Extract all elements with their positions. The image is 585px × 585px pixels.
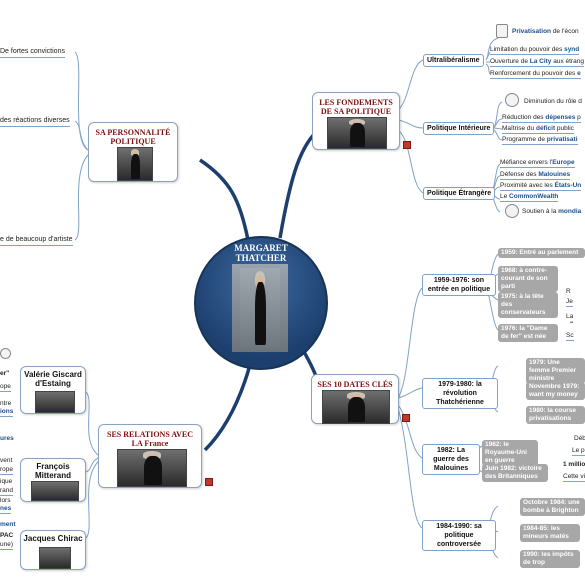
leaf-convictions[interactable]: De fortes convictions bbox=[0, 47, 65, 58]
fragment: er" bbox=[0, 370, 10, 377]
note-icon[interactable] bbox=[402, 414, 410, 422]
leaf-etrangere-1[interactable]: Défense des Malouines bbox=[500, 171, 571, 180]
fragment: ment bbox=[0, 521, 16, 528]
leaf-interieure-0[interactable]: Réduction des dépenses p bbox=[502, 114, 581, 123]
node-relations[interactable]: SES RELATIONS AVEC LA France bbox=[98, 424, 202, 488]
date-item[interactable]: Novembre 1979: want my money bbox=[526, 382, 585, 400]
leaf-diminution[interactable]: Diminution du rôle d bbox=[524, 98, 582, 105]
fragment: ures bbox=[0, 435, 14, 442]
leaf-ultra-2[interactable]: Renforcement du pouvoir des e bbox=[490, 70, 581, 79]
fragment: lors bbox=[0, 497, 11, 504]
node-personnalite[interactable]: SA PERSONNALITÉ POLITIQUE bbox=[88, 122, 178, 182]
fragment: Je bbox=[566, 298, 573, 307]
node-personnalite-title: SA PERSONNALITÉ bbox=[95, 128, 171, 137]
globe-icon bbox=[505, 204, 519, 218]
fragment: Sc bbox=[566, 332, 574, 341]
node-dates[interactable]: SES 10 DATES CLÉS bbox=[311, 374, 399, 424]
fragment: ope bbox=[0, 383, 11, 392]
period-1984[interactable]: 1984-1990: sa politique controversée bbox=[422, 520, 496, 551]
period-1979[interactable]: 1979-1980: la révolution Thatchérienne bbox=[422, 378, 498, 409]
fragment: R bbox=[566, 288, 571, 295]
node-fondements-title: LES FONDEMENTS bbox=[319, 98, 393, 107]
cycle-icon bbox=[0, 348, 11, 359]
lock-icon bbox=[496, 24, 508, 38]
leaf-interieure-2[interactable]: Programme de privatisati bbox=[502, 136, 578, 145]
note-icon[interactable] bbox=[403, 141, 411, 149]
central-portrait bbox=[232, 264, 288, 352]
node-fondements[interactable]: LES FONDEMENTS DE SA POLITIQUE bbox=[312, 92, 400, 150]
person-mitterand[interactable]: François Mitterand bbox=[20, 458, 86, 502]
personnalite-photo bbox=[117, 147, 153, 181]
fragment: ntre bbox=[0, 400, 12, 407]
node-dates-title: SES 10 DATES CLÉS bbox=[317, 380, 393, 389]
branch-relations bbox=[203, 364, 252, 452]
sub-politique-interieure[interactable]: Politique Intérieure bbox=[423, 122, 495, 135]
date-item[interactable]: 1979: Une femme Premier ministre bbox=[526, 358, 585, 384]
leaf-soutien[interactable]: Soutien à la mondia bbox=[522, 208, 582, 215]
fragment: une) bbox=[0, 541, 14, 550]
leaf-reactions[interactable]: des réactions diverses bbox=[0, 116, 70, 127]
date-item[interactable]: 1959: Entré au parlement bbox=[498, 248, 585, 258]
sub-politique-etrangere[interactable]: Politique Étrangère bbox=[423, 187, 496, 200]
note-icon[interactable] bbox=[205, 478, 213, 486]
person-giscard[interactable]: Valérie Giscard d'Estaing bbox=[20, 366, 86, 414]
fragment: vent bbox=[0, 457, 13, 464]
fragment: rope bbox=[0, 466, 14, 475]
leaf-etrangere-0[interactable]: Méfiance envers l'Europe bbox=[500, 159, 575, 168]
fragment: ions bbox=[0, 408, 14, 417]
date-item[interactable]: 1968: à contre-courant de son parti bbox=[498, 266, 558, 292]
leaf-etrangere-2[interactable]: Proximité avec les États-Un bbox=[500, 182, 582, 191]
date-item[interactable]: 1976: la "Dame de fer" est née bbox=[498, 324, 558, 342]
date-item[interactable]: 1982: le Royaume-Uni en guerre bbox=[482, 440, 538, 466]
date-item[interactable]: 1980: la course privatisations bbox=[526, 406, 585, 424]
date-item[interactable]: 1984-85: les mineurs matés bbox=[520, 524, 580, 542]
date-item[interactable]: 1990: les impôts de trop bbox=[520, 550, 580, 568]
fragment: PAC bbox=[0, 532, 14, 539]
date-item[interactable]: 1975: à la tête des conservateurs bbox=[498, 292, 558, 318]
period-1982[interactable]: 1982: La guerre des Malouines bbox=[422, 444, 480, 475]
relations-photo bbox=[117, 449, 187, 487]
sub-ultraliberalisme[interactable]: Ultralibéralisme bbox=[423, 54, 484, 67]
fragment: La bbox=[566, 313, 574, 320]
branch-personnalite bbox=[199, 158, 250, 241]
leaf-etrangere-3[interactable]: Le CommonWealth bbox=[500, 193, 559, 202]
fragment: ique bbox=[0, 478, 13, 485]
node-relations-title: SES RELATIONS AVEC bbox=[107, 430, 193, 439]
fragment: rand bbox=[0, 487, 14, 496]
fondements-photo bbox=[327, 117, 387, 149]
fragment: Le p bbox=[572, 447, 585, 456]
date-item[interactable]: Juin 1982: victoire des Britanniques bbox=[482, 464, 548, 482]
fragment: " bbox=[570, 321, 574, 328]
date-item[interactable]: Octobre 1984: une bombe à Brighton bbox=[520, 498, 585, 516]
fragment: Cette vi bbox=[563, 473, 585, 482]
dates-photo bbox=[322, 390, 390, 424]
person-chirac[interactable]: Jacques Chirac bbox=[20, 530, 86, 570]
leaf-interieure-1[interactable]: Maîtrise du déficit public bbox=[502, 125, 574, 134]
period-1959[interactable]: 1959-1976: son entrée en politique bbox=[422, 274, 496, 296]
fragment: Déb bbox=[574, 435, 585, 442]
leaf-ultra-1[interactable]: Ouverture de La City aux étrang bbox=[490, 58, 584, 67]
cycle-icon bbox=[505, 93, 519, 107]
leaf-ultra-0[interactable]: Limitation du pouvoir des synd bbox=[490, 46, 580, 55]
fragment: nes bbox=[0, 505, 12, 514]
leaf-privatisation[interactable]: Privatisation de l'écon bbox=[512, 28, 579, 35]
leaf-artiste[interactable]: e de beaucoup d'artiste bbox=[0, 235, 73, 246]
fragment: 1 millio bbox=[563, 461, 585, 468]
